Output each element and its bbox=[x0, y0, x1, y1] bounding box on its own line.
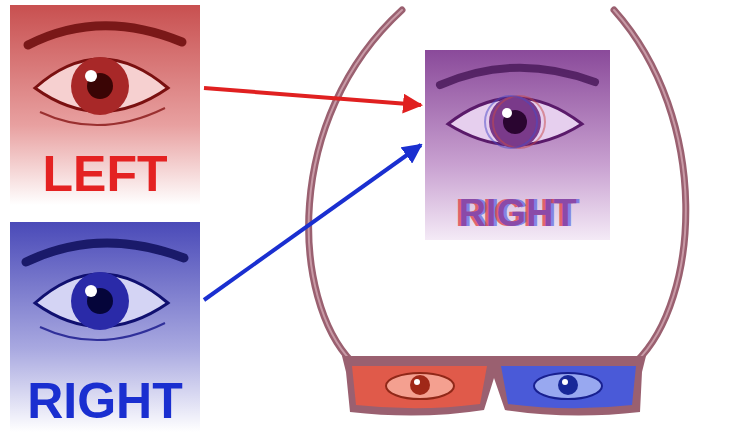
anaglyph-glasses bbox=[309, 10, 686, 416]
right-eye-image: RIGHT bbox=[10, 222, 200, 432]
combined-eye-picture bbox=[425, 50, 610, 240]
blue-eye-picture bbox=[10, 222, 200, 432]
image-caption: RIGHT bbox=[458, 194, 576, 232]
red-arrow bbox=[204, 88, 421, 105]
combined-eye-image: RIGHT bbox=[425, 50, 610, 240]
image-caption: LEFT bbox=[43, 149, 168, 199]
red-eye-picture bbox=[10, 5, 200, 205]
left-eye-image: LEFT bbox=[10, 5, 200, 205]
blue-arrow bbox=[204, 145, 421, 300]
image-caption: RIGHT bbox=[27, 376, 183, 426]
